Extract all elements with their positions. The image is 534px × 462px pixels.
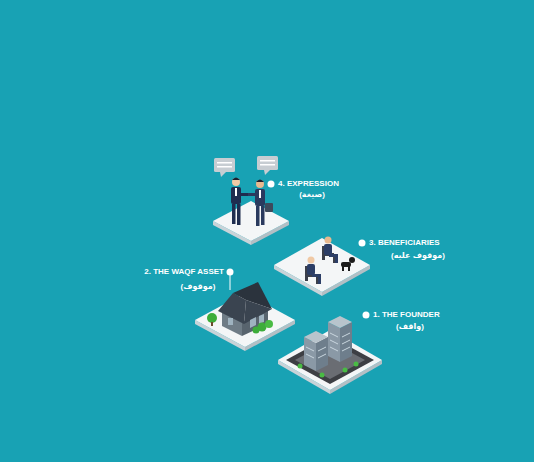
expression-tile [213,156,289,245]
arabic-term: (موقوف) [181,282,216,292]
arabic-term: (صيغة) [299,190,325,200]
arabic-term: (واقف) [396,322,424,332]
step-heading: 3. BENEFICIARIES [369,238,440,248]
step-heading: 4. EXPRESSION [278,179,339,189]
beneficiaries-tile [274,237,370,297]
founder-tile [278,312,382,395]
leader-dot [359,240,366,247]
step-heading: 2. THE WAQF ASSET [144,267,224,277]
waqf-asset-tile [195,269,295,352]
arabic-term: (موقوف عليه) [391,251,445,261]
leader-dot [268,181,275,188]
step-heading: 1. THE FOUNDER [373,310,440,320]
